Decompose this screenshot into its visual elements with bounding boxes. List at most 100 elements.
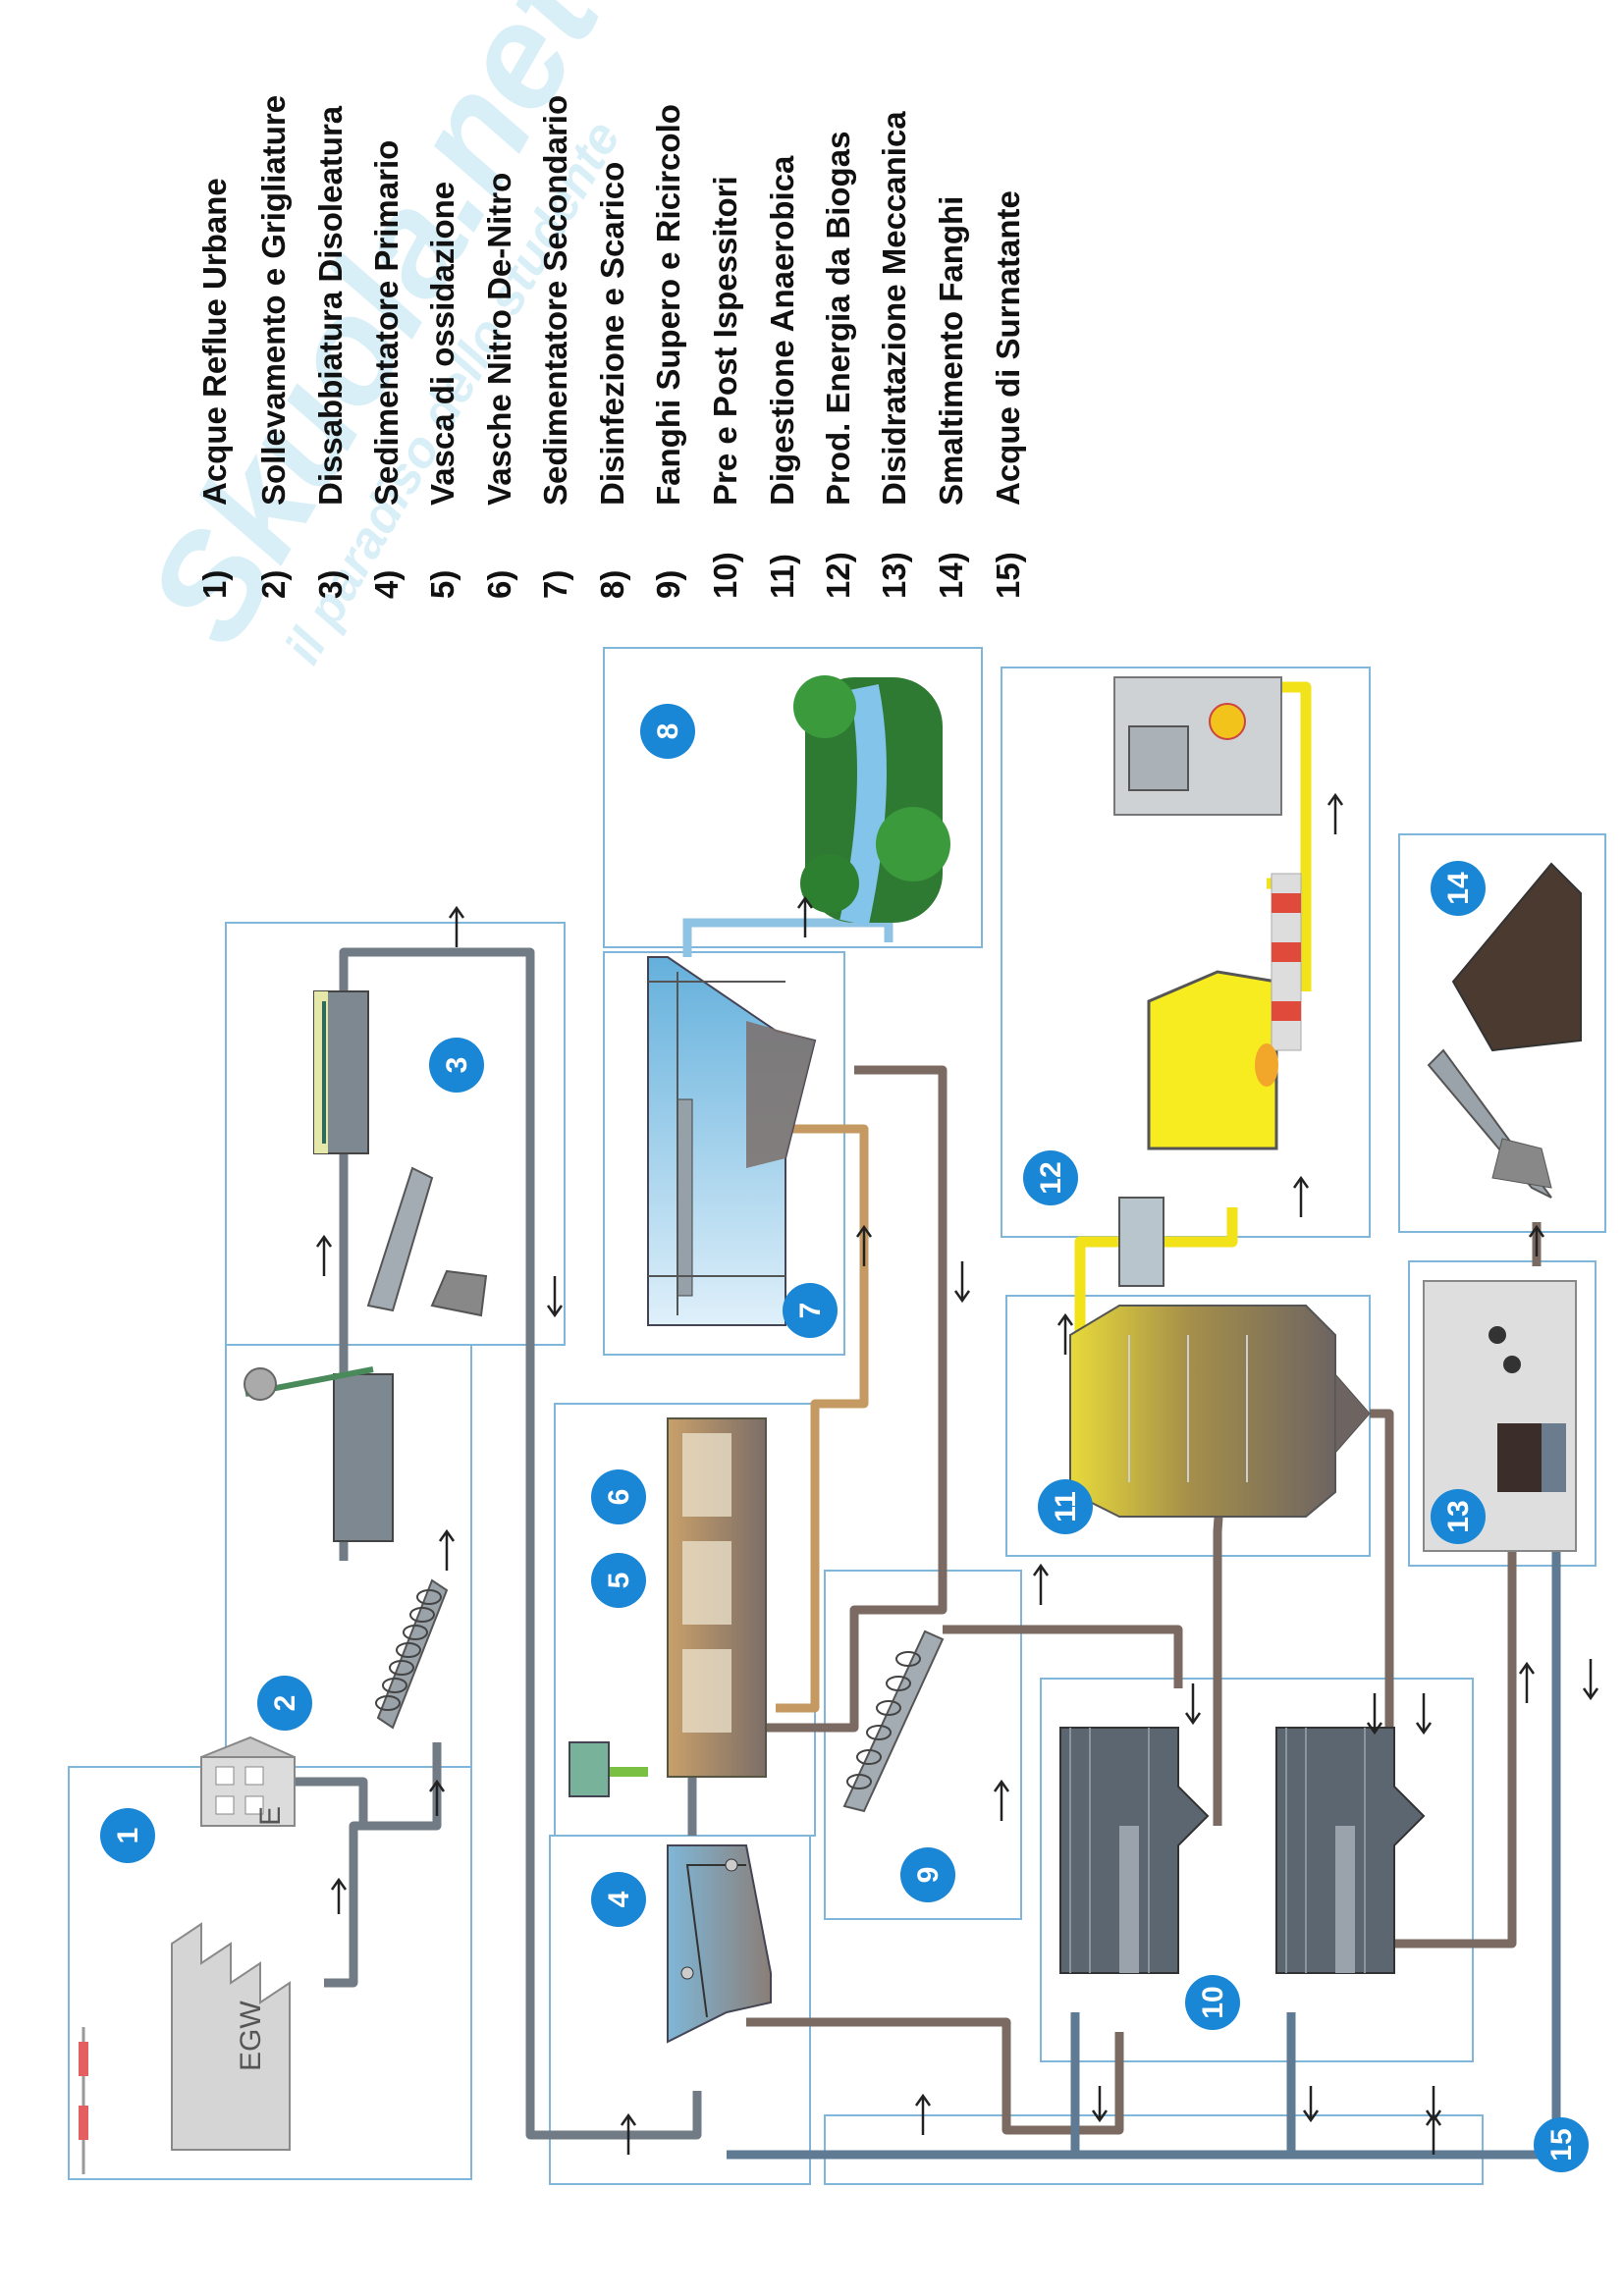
pipe-biogas-generator <box>1276 681 1312 991</box>
box-10 <box>1040 1678 1474 2062</box>
badge-circle <box>783 1283 838 1338</box>
box-9 <box>824 1570 1022 1920</box>
legend-label: Sedimentatore Secondario <box>537 95 573 506</box>
screw-lift <box>375 1578 449 1730</box>
legend-label: Acque di Surnatante <box>990 190 1026 506</box>
arrow-4 <box>315 1234 333 1276</box>
box-7 <box>603 951 845 1356</box>
pipe-primary-sludge <box>746 2017 1124 2135</box>
grit-channel <box>313 990 369 1154</box>
arrow-22 <box>1292 1175 1310 1217</box>
badge-circle <box>1534 2117 1589 2172</box>
legend-number: 1) <box>196 570 233 599</box>
legend-item: 4) Sedimentatore Primario <box>368 140 405 599</box>
arrow-14 <box>1366 1693 1383 1735</box>
arrow-6 <box>546 1276 564 1318</box>
arrow-23 <box>1326 792 1344 834</box>
gas-holder <box>1147 970 1278 1150</box>
legend-item: 2)Sollevamento e Grigliature <box>255 95 292 599</box>
digester <box>1069 1305 1371 1518</box>
legend-number: 7) <box>537 570 573 599</box>
badge-15: 15 <box>1534 2117 1589 2172</box>
badge-11: 11 <box>1038 1479 1093 1534</box>
box-11 <box>1005 1295 1371 1557</box>
legend-item: 7) Sedimentatore Secondario <box>537 95 573 599</box>
badge-13: 13 <box>1431 1489 1486 1544</box>
legend-label: Dissabbiatura Disoleatura <box>312 105 349 506</box>
badge-1: 1 <box>100 1808 155 1863</box>
badge-circle <box>1431 1489 1486 1544</box>
thickener-2 <box>1275 1727 1426 1974</box>
badge-number: 10 <box>1197 1986 1229 2018</box>
legend-label: Sedimentatore Primario <box>368 140 405 506</box>
legend-label: Disidratazione Meccanica <box>876 111 912 506</box>
legend-item: 9)Fanghi Supero e Ricircolo <box>650 104 686 599</box>
legend-item: 3)Dissabbiatura Disoleatura <box>312 105 349 599</box>
badge-number: 14 <box>1442 872 1475 905</box>
badge-circle <box>1431 861 1486 916</box>
legend-item: 11) Digestione Anaerobica <box>764 155 800 599</box>
pipe-lift <box>339 947 702 2140</box>
arrow-3 <box>438 1528 456 1571</box>
badge-2: 2 <box>257 1676 312 1731</box>
badge-3: 3 <box>429 1038 484 1093</box>
legend-item: 15) Acque di Surnatante <box>990 190 1026 599</box>
badge-number: 12 <box>1035 1161 1067 1194</box>
equipment: EGW E <box>79 675 1582 2174</box>
legend-label: Acque Reflue Urbane <box>196 178 233 506</box>
badge-number: 3 <box>441 1057 473 1074</box>
badge-4: 4 <box>591 1872 646 1927</box>
badge-circle <box>1038 1479 1093 1534</box>
legend-number: 5) <box>424 570 460 599</box>
legend-number: 4) <box>368 570 405 599</box>
badge-circle <box>257 1676 312 1731</box>
factory-egw: EGW <box>79 1922 291 2174</box>
section-boxes <box>68 647 1606 2185</box>
gas-filter <box>1118 1197 1164 1287</box>
legend-label: Digestione Anaerobica <box>764 155 800 506</box>
arrow-16 <box>1091 2086 1109 2123</box>
box-8 <box>603 647 983 948</box>
arrow-5 <box>448 905 465 947</box>
legend-item: 13)Disidratazione Meccanica <box>876 111 912 599</box>
legend-label: Prod. Energia da Biogas <box>820 132 856 506</box>
badge-circle <box>1185 1975 1240 2030</box>
legend-number: 11) <box>764 554 800 599</box>
badge-circle <box>591 1553 646 1608</box>
legend-item: 5)Vasca di ossidazione <box>424 182 460 599</box>
badge-8: 8 <box>640 704 695 759</box>
arrow-24 <box>1056 1312 1074 1355</box>
arrow-26 <box>1528 1224 1545 1256</box>
arrow-17 <box>1302 2086 1320 2123</box>
legend-item: 12)Prod. Energia da Biogas <box>820 132 856 599</box>
legend-number: 8) <box>594 570 630 599</box>
box-15 <box>824 2114 1484 2185</box>
legend-number: 15) <box>990 552 1026 599</box>
grit-classifier <box>366 1166 488 1317</box>
badge-number: 2 <box>269 1695 301 1712</box>
legend-item: 8)Disinfezione e Scarico <box>594 162 630 599</box>
box-14 <box>1398 833 1606 1233</box>
arrow-10 <box>953 1261 971 1304</box>
legend-number: 2) <box>255 570 292 599</box>
arrow-21 <box>1425 2112 1442 2155</box>
badge-number: 1 <box>112 1828 144 1844</box>
legend-item: 10)Pre e Post Ispessitori <box>707 176 743 599</box>
badge-14: 14 <box>1431 861 1486 916</box>
legend-label: Vasche Nitro De-Nitro <box>481 173 517 506</box>
arrow-11 <box>1032 1563 1050 1605</box>
aeration-tank <box>667 1417 767 1778</box>
pipe-houses <box>295 1777 368 1826</box>
gas-flare <box>1255 873 1302 1087</box>
legend-number: 14) <box>933 552 969 599</box>
dosing-tank <box>568 1741 610 1797</box>
legend: 1) Acque Reflue Urbane 2)Sollevamento e Gr… <box>196 95 1026 599</box>
legend-item: 14)Smaltimento Fanghi <box>933 196 969 599</box>
arrow-19 <box>1518 1661 1536 1703</box>
badge-circle <box>591 1872 646 1927</box>
box-13 <box>1408 1260 1597 1567</box>
pipe-return-sludge <box>756 1065 947 1733</box>
pipe-thick-to-dewater <box>1375 1536 1517 1949</box>
legend-number: 6) <box>481 570 517 599</box>
arrow-8 <box>914 2093 932 2135</box>
